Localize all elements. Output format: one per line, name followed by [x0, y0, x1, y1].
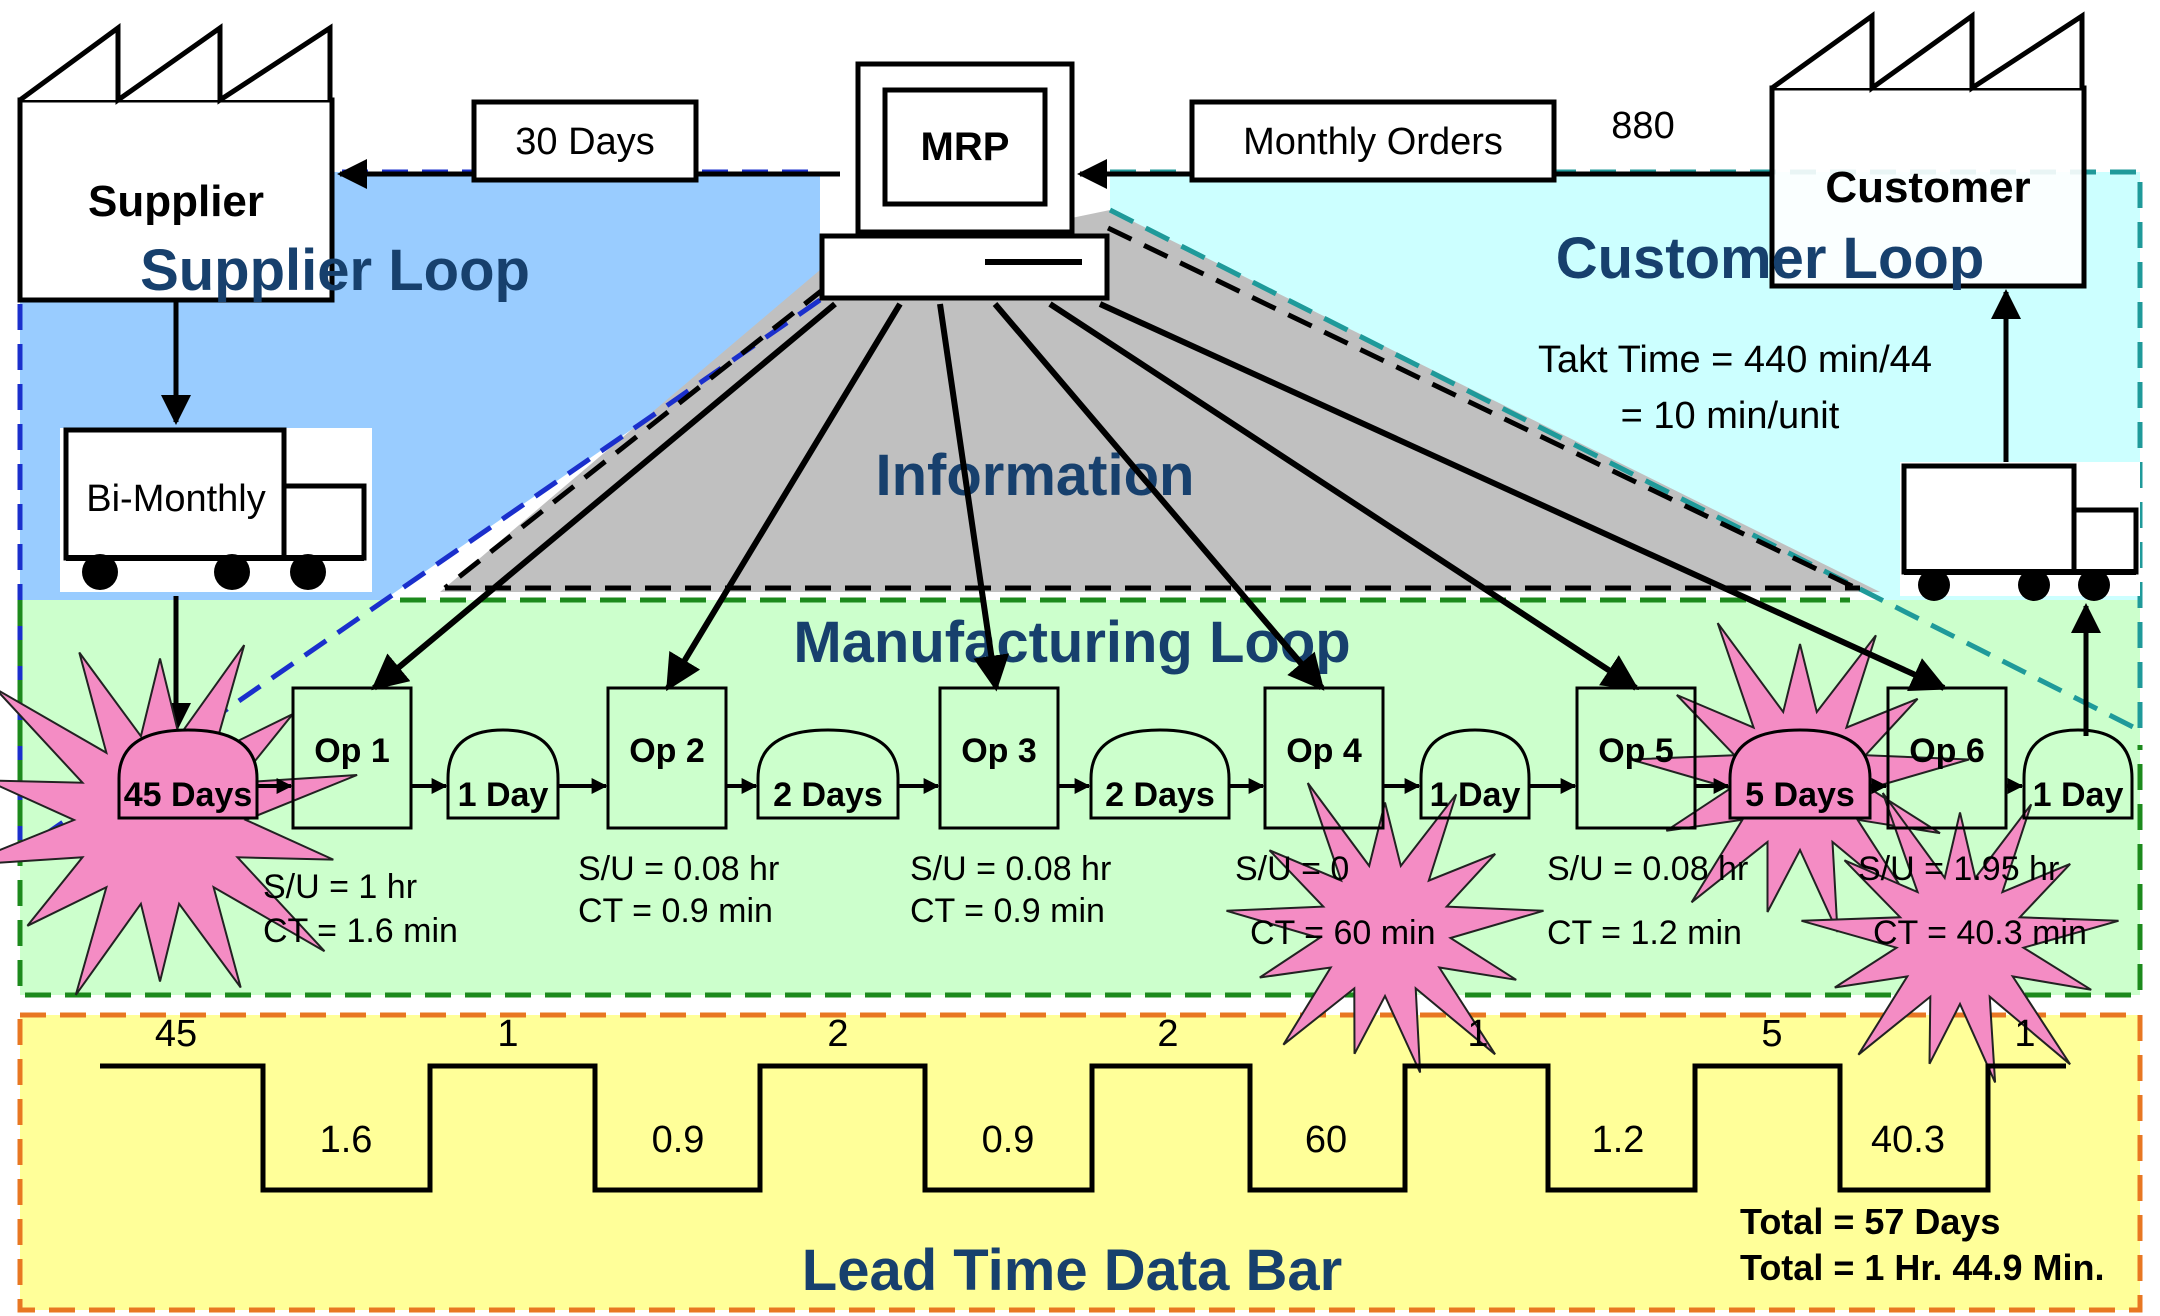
customer-demand: 880	[1611, 105, 1674, 147]
setup-time: S/U = 0.08 hr	[1547, 850, 1748, 888]
wait-days-value: 1	[497, 1013, 518, 1055]
timeline-labels: 45 1 2 2 1 5 1 1.6 0.9 0.9 60 1.2 40.3	[155, 1013, 2036, 1161]
cycle-time: CT = 60 min	[1250, 914, 1436, 952]
kaizen-burst-icon	[1801, 792, 2119, 1083]
customer-loop-region	[1110, 172, 2140, 730]
inventory-dome-icon: 1 Day	[2022, 728, 2134, 820]
wait-days-value: 1	[1467, 1013, 1488, 1055]
supplier-lead-box	[471, 99, 699, 183]
information-border-right	[1106, 225, 1862, 593]
inventory-label: 45 Days	[124, 776, 253, 814]
wait-days-value: 5	[1761, 1013, 1782, 1055]
process-minutes-value: 40.3	[1871, 1119, 1945, 1161]
information-border-left	[443, 286, 827, 590]
schedule-arrows	[371, 301, 1948, 692]
takt-time-line1: Takt Time = 440 min/44	[1538, 339, 1932, 381]
kaizen-burst-icon	[1226, 782, 1544, 1073]
process-name: Op 4	[1286, 732, 1362, 770]
process-flow: 45 Days 1 Day 2 Days 2 Days 1 Day 5 Days 1 Day…	[117, 686, 2134, 952]
information-title: Information	[876, 443, 1195, 508]
process-minutes-value: 1.2	[1592, 1119, 1645, 1161]
inventory-dome-icon: 1 Day	[446, 728, 560, 820]
setup-time: S/U = 0	[1235, 850, 1349, 888]
total-days: Total = 57 Days	[1740, 1201, 2000, 1242]
cycle-time: CT = 40.3 min	[1873, 914, 2087, 952]
customer-loop-diagonal	[1108, 207, 2137, 731]
manufacturing-loop-border	[17, 600, 2143, 998]
process-box: Op 5 S/U = 0.08 hr CT = 1.2 min	[1547, 686, 1748, 952]
wait-days-value: 45	[155, 1013, 197, 1055]
customer-factory-icon: Customer	[1769, 11, 2087, 289]
setup-time: S/U = 0.08 hr	[578, 850, 779, 888]
computer-icon: MRP	[819, 61, 1110, 301]
monthly-orders-label: Monthly Orders	[1243, 121, 1503, 163]
supplier-loop-title: Supplier Loop	[140, 238, 530, 303]
wait-days-value: 1	[2014, 1013, 2035, 1055]
supplier-truck-icon: Bi-Monthly	[60, 427, 372, 592]
supplier-name: Supplier	[88, 177, 264, 226]
takt-time-line2: = 10 min/unit	[1621, 395, 1840, 437]
lead-time-data-bar-title: Lead Time Data Bar	[802, 1238, 1342, 1303]
process-box: Op 4 S/U = 0 CT = 60 min	[1235, 686, 1436, 952]
inventory-dome-icon: 45 Days	[117, 728, 259, 820]
process-minutes-value: 0.9	[982, 1119, 1035, 1161]
process-box: Op 3 S/U = 0.08 hr CT = 0.9 min	[910, 686, 1111, 930]
supplier-factory-icon: Supplier	[17, 23, 335, 303]
customer-loop-title: Customer Loop	[1556, 226, 1985, 291]
inventory-label: 1 Day	[1430, 776, 1521, 814]
mrp-label: MRP	[921, 125, 1010, 169]
process-box: Op 1 S/U = 1 hr CT = 1.6 min	[263, 686, 458, 950]
process-name: Op 2	[629, 732, 705, 770]
data-bar-border	[17, 1012, 2143, 1313]
inventory-dome-icon: 1 Day	[1419, 728, 1531, 820]
monthly-orders-box	[1189, 99, 1557, 183]
kaizen-burst-icon	[0, 644, 358, 996]
inventory-label: 5 Days	[1745, 776, 1855, 814]
setup-time: S/U = 0.08 hr	[910, 850, 1111, 888]
process-minutes-value: 1.6	[320, 1119, 373, 1161]
supplier-lead-label: 30 Days	[515, 121, 654, 163]
manufacturing-loop-title: Manufacturing Loop	[793, 610, 1350, 675]
inventory-label: 1 Day	[2033, 776, 2124, 814]
setup-time: S/U = 1.95 hr	[1858, 850, 2059, 888]
inventory-dome-icon: 2 Days	[1089, 728, 1231, 820]
process-name: Op 3	[961, 732, 1037, 770]
process-name: Op 5	[1598, 732, 1674, 770]
total-time: Total = 1 Hr. 44.9 Min.	[1740, 1247, 2104, 1288]
supplier-delivery-label: Bi-Monthly	[86, 478, 266, 520]
inventory-label: 2 Days	[1105, 776, 1215, 814]
process-box: Op 2 S/U = 0.08 hr CT = 0.9 min	[578, 686, 779, 930]
process-name: Op 6	[1909, 732, 1985, 770]
wait-days-value: 2	[1157, 1013, 1178, 1055]
process-box: Op 6 S/U = 1.95 hr CT = 40.3 min	[1858, 686, 2087, 952]
inventory-dome-icon: 2 Days	[756, 728, 900, 820]
cycle-time: CT = 0.9 min	[910, 892, 1105, 930]
wait-days-value: 2	[827, 1013, 848, 1055]
top-info-flow: 30 Days Monthly Orders 880	[337, 99, 1772, 189]
inventory-label: 2 Days	[773, 776, 883, 814]
cycle-time: CT = 0.9 min	[578, 892, 773, 930]
process-minutes-value: 0.9	[652, 1119, 705, 1161]
inventory-dome-icon: 5 Days	[1728, 728, 1872, 820]
cycle-time: CT = 1.2 min	[1547, 914, 1742, 952]
cycle-time: CT = 1.6 min	[263, 912, 458, 950]
lead-time-ladder	[100, 1063, 2066, 1193]
customer-name: Customer	[1825, 163, 2030, 212]
customer-truck-icon	[1900, 462, 2140, 601]
setup-time: S/U = 1 hr	[263, 868, 417, 906]
process-name: Op 1	[314, 732, 390, 770]
inventory-label: 1 Day	[458, 776, 549, 814]
process-minutes-value: 60	[1305, 1119, 1347, 1161]
